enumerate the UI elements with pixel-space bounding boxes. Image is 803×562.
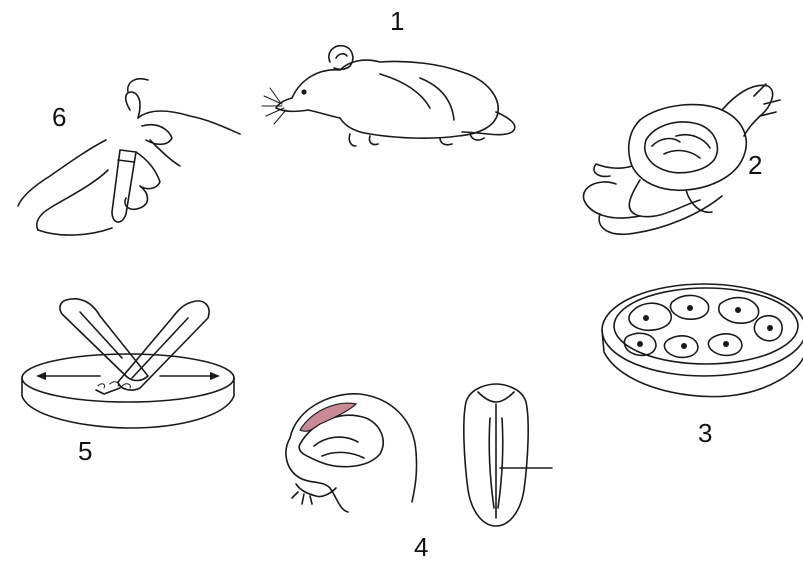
tube-pipetting-icon [0, 0, 803, 562]
protocol-diagram: 1 2 3 4 5 6 [0, 0, 803, 562]
